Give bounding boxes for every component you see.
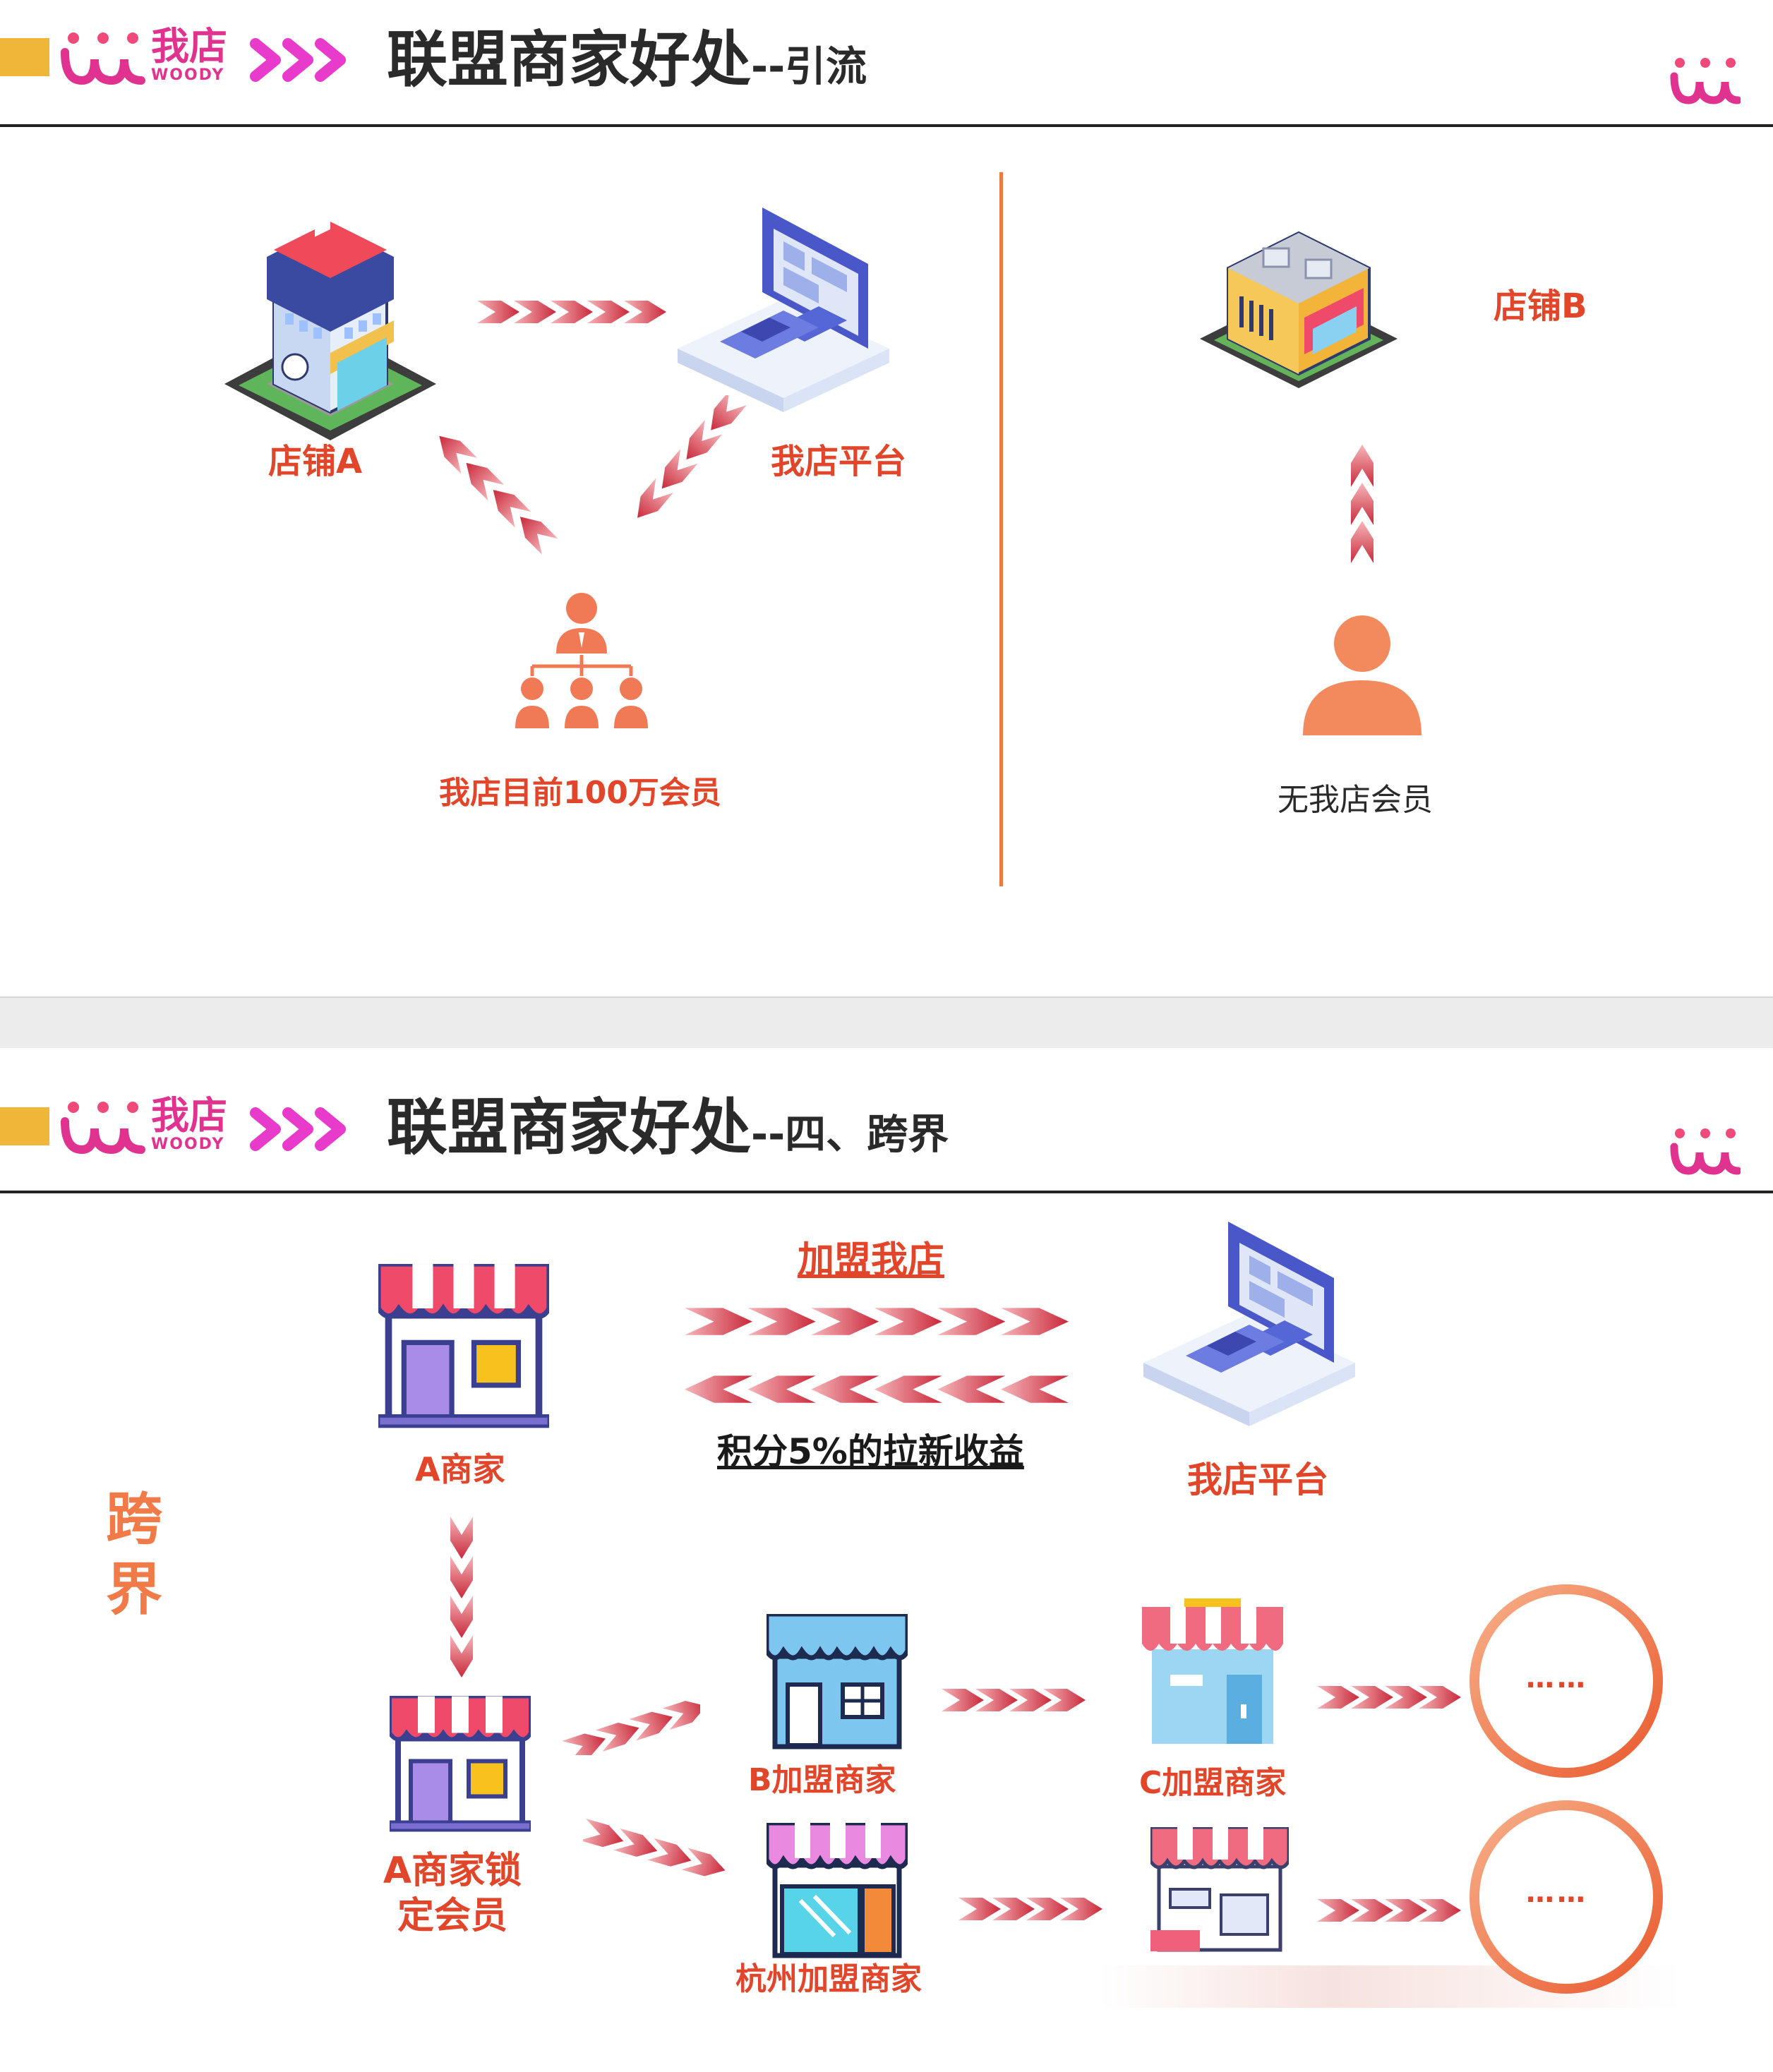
logo-en: WOODY	[151, 66, 224, 84]
page-title: 联盟商家好处--引流	[387, 21, 867, 105]
woody-mark-icon	[1670, 56, 1741, 107]
woody-logo-icon	[61, 1100, 145, 1157]
title-main: 联盟商家好处	[387, 25, 751, 95]
title-sep: --	[751, 42, 785, 90]
c-merchant-label: C加盟商家	[1139, 1765, 1286, 1802]
members-label: 我店目前100万会员	[439, 775, 721, 812]
arrow-hz-to-next	[958, 1892, 1104, 1927]
a-locked-label: A商家锁定会员	[378, 1848, 527, 1939]
store-a-building-icon	[224, 222, 436, 440]
logo-cn: 我店	[151, 27, 227, 66]
c-merchant-shop-icon	[1142, 1598, 1283, 1747]
revenue-label: 积分5%的拉新收益	[717, 1430, 1024, 1473]
single-person-icon	[1299, 611, 1426, 738]
title-sub: 引流	[785, 42, 867, 90]
slide-crossover: 我店 WOODY 联盟商家好处--四、跨界 跨界 A商家 加盟我店 积分5%的拉…	[0, 1048, 1773, 2072]
arrow-store-to-platform	[477, 295, 696, 330]
platform-computer-icon	[1143, 1222, 1355, 1433]
a-locked-shop-icon	[390, 1696, 531, 1834]
header-accent-bar	[0, 1107, 49, 1145]
logo-en: WOODY	[151, 1136, 224, 1153]
slide-diversion: 我店 WOODY 联盟商家好处--引流	[0, 0, 1773, 996]
logo-cn: 我店	[151, 1096, 227, 1136]
hz-merchant-shop-icon	[767, 1823, 908, 1961]
title-sub: 四、跨界	[785, 1110, 949, 1158]
arrow-revenue-left	[682, 1374, 1069, 1407]
header-accent-bar	[0, 38, 49, 76]
ellipsis-2: ……	[1526, 1877, 1588, 1909]
a-merchant-label: A商家	[415, 1450, 505, 1489]
b-merchant-shop-icon	[767, 1614, 908, 1752]
vertical-divider	[999, 172, 1003, 886]
store-b-building-icon	[1200, 219, 1398, 395]
store-a-label: 店铺A	[268, 442, 362, 483]
b-merchant-label: B加盟商家	[748, 1762, 896, 1800]
arrow-platform-to-members	[613, 395, 768, 565]
title-main: 联盟商家好处	[387, 1092, 751, 1163]
platform-computer-icon	[678, 207, 889, 419]
member-network-icon	[512, 590, 651, 731]
no-members-label: 无我店会员	[1278, 782, 1433, 819]
side-label: 跨界	[106, 1484, 169, 1625]
arrow-members-to-store	[404, 416, 559, 572]
platform-label: 我店平台	[1187, 1459, 1328, 1501]
slide-header: 我店 WOODY 联盟商家好处--引流	[0, 0, 1773, 127]
slide-header: 我店 WOODY 联盟商家好处--四、跨界	[0, 1048, 1773, 1193]
arrow-up-to-store-b	[1341, 432, 1383, 573]
arrow-next-to-ring	[1317, 1893, 1462, 1929]
arrow-b-to-c	[942, 1683, 1087, 1718]
a-merchant-shop-icon	[378, 1264, 549, 1430]
arrow-locked-to-hz	[583, 1813, 731, 1881]
arrow-join-right	[685, 1306, 1071, 1339]
platform-label: 我店平台	[771, 442, 906, 483]
page-title: 联盟商家好处--四、跨界	[387, 1089, 949, 1173]
join-label: 加盟我店	[798, 1239, 944, 1282]
woody-logo-icon	[61, 31, 145, 88]
arrow-locked-to-b	[556, 1687, 700, 1755]
chevrons-icon	[248, 1106, 354, 1152]
arrow-down-to-locked	[442, 1517, 481, 1686]
chevrons-icon	[248, 37, 354, 83]
woody-mark-icon	[1670, 1127, 1741, 1178]
slide-gap	[0, 996, 1773, 1051]
store-b-label: 店铺B	[1493, 287, 1587, 327]
next-merchant-shop-icon	[1150, 1827, 1289, 1954]
ellipsis-1: ……	[1526, 1662, 1588, 1694]
arrow-c-to-ring	[1317, 1680, 1462, 1716]
title-sep: --	[751, 1110, 785, 1158]
hz-merchant-label: 杭州加盟商家	[735, 1961, 922, 1999]
